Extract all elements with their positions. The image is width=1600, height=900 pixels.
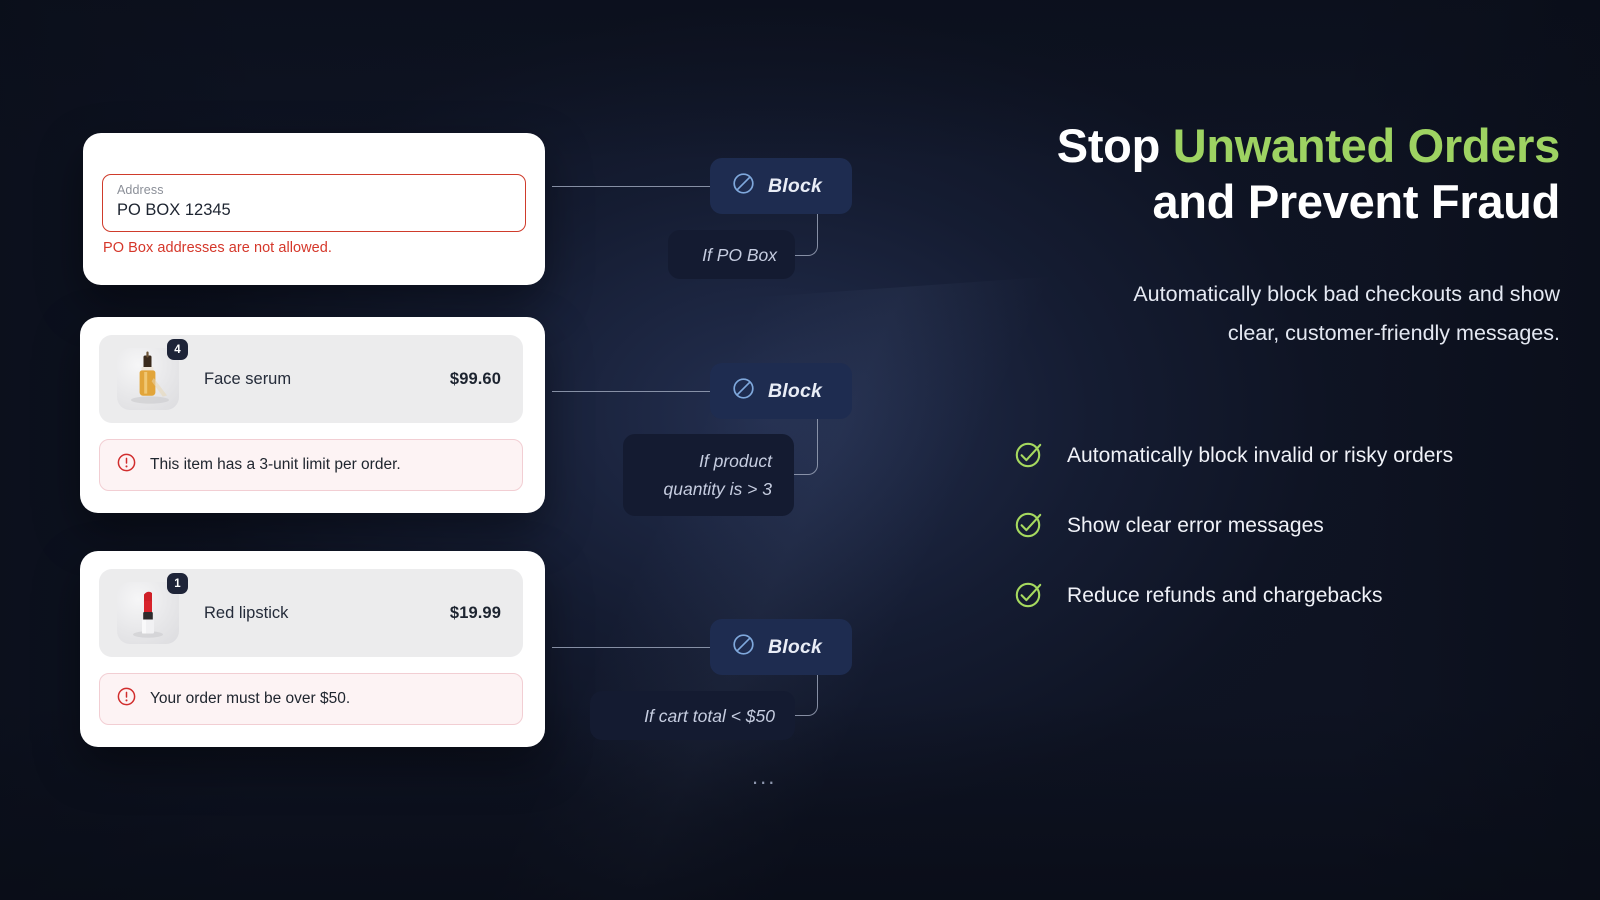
quantity-badge: 4 [167,339,188,360]
serum-bottle-image [117,348,179,410]
block-circle-slash-icon [732,633,755,661]
headline-plain-1: Stop [1056,119,1173,172]
address-field[interactable]: Address PO BOX 12345 [102,174,526,232]
address-field-value: PO BOX 12345 [117,201,231,219]
product-price: $19.99 [449,603,501,622]
block-action-pill-1[interactable]: Block [710,158,852,214]
headline-accent: Unwanted Orders [1172,119,1561,172]
alert-message: This item has a 3-unit limit per order. [150,456,401,473]
check-circle-icon [1013,508,1045,545]
check-circle-icon [1013,438,1045,475]
page-title: Stop Unwanted Orders and Prevent Fraud [940,118,1561,230]
list-item: Automatically block invalid or risky ord… [1013,438,1573,474]
checkout-card-address: Address PO BOX 12345 PO Box addresses ar… [83,133,545,285]
list-item: Show clear error messages [1013,508,1573,544]
more-rules-indicator: ... [752,764,777,789]
connector-line-2 [552,391,715,393]
headline-line-2: and Prevent Fraud [1152,175,1560,228]
product-name: Red lipstick [204,603,289,622]
feature-label: Automatically block invalid or risky ord… [1067,444,1454,467]
subhead-line-1: Automatically block bad checkouts and sh… [1133,282,1560,306]
list-item: Reduce refunds and chargebacks [1013,578,1573,614]
condition-pill-2: If product quantity is > 3 [623,434,794,516]
connector-elbow-1 [793,214,818,256]
product-thumbnail-wrap: 4 [117,339,188,410]
check-circle-icon [1013,578,1045,615]
alert-circle-icon [117,453,136,477]
block-action-pill-3[interactable]: Block [710,619,852,675]
product-name: Face serum [204,369,292,388]
alert-message: Your order must be over $50. [150,690,351,707]
page-subtitle: Automatically block bad checkouts and sh… [940,275,1560,353]
feature-label: Show clear error messages [1067,514,1324,537]
condition-label: If cart total < $50 [644,705,775,726]
connector-line-3 [552,647,715,649]
block-action-label: Block [768,379,823,402]
product-row: 1 Red lipstick $19.99 [99,569,523,657]
subhead-line-2: clear, customer-friendly messages. [1227,321,1560,345]
address-field-label: Address [117,183,164,197]
condition-label: If product quantity is > 3 [663,451,772,499]
connector-elbow-2 [793,419,818,475]
block-circle-slash-icon [732,377,755,405]
block-action-label: Block [768,635,823,658]
feature-label: Reduce refunds and chargebacks [1067,584,1383,607]
address-error-message: PO Box addresses are not allowed. [103,240,332,256]
feature-list: Automatically block invalid or risky ord… [1013,438,1573,648]
product-alert: Your order must be over $50. [99,673,523,725]
condition-pill-3: If cart total < $50 [590,691,795,740]
block-circle-slash-icon [732,172,755,200]
quantity-badge: 1 [167,573,188,594]
product-thumbnail-wrap: 1 [117,573,188,644]
block-action-label: Block [768,174,823,197]
condition-pill-1: If PO Box [668,230,795,279]
product-row: 4 Face serum $99.60 [99,335,523,423]
product-price: $99.60 [449,369,501,388]
block-action-pill-2[interactable]: Block [710,363,852,419]
product-alert: This item has a 3-unit limit per order. [99,439,523,491]
checkout-card-face-serum: 4 Face serum $99.60 This item has a 3-un… [80,317,545,513]
condition-label: If PO Box [702,244,777,265]
checkout-card-red-lipstick: 1 Red lipstick $19.99 Your order must be… [80,551,545,747]
alert-circle-icon [117,687,136,711]
connector-elbow-3 [793,675,818,716]
connector-line-1 [552,186,715,188]
